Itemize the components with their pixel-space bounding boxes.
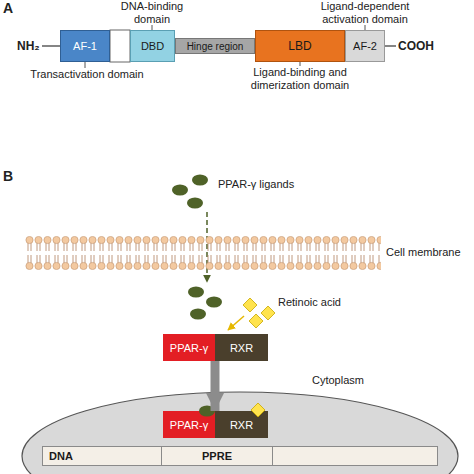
node-label: RXR xyxy=(230,342,253,354)
domain-box: RXR xyxy=(215,334,268,361)
annotation-label: Transactivation domain xyxy=(25,68,149,81)
node-label: Hinge region xyxy=(187,41,244,52)
translocation-arrow xyxy=(211,361,220,411)
yellow-arrow xyxy=(228,316,244,330)
domain-box: DBD xyxy=(130,30,175,62)
node-label: PPAR-γ xyxy=(170,419,208,431)
annotation-label: B xyxy=(3,168,23,184)
terminus-line xyxy=(385,45,396,46)
annotation-label: PPAR-γ ligands xyxy=(218,178,318,191)
annotation-label: COOH xyxy=(398,39,448,53)
annotation-label: NH₂ xyxy=(17,39,43,53)
domain-box: AF-2 xyxy=(345,30,385,62)
domain-box: RXR xyxy=(215,411,268,438)
ligand-oval xyxy=(190,309,206,320)
terminus-line xyxy=(42,45,60,46)
domain-box: PPAR-γ xyxy=(163,334,215,361)
ligand-oval xyxy=(192,175,208,186)
domain-box: Hinge region xyxy=(175,38,255,54)
node-label: PPAR-γ xyxy=(170,342,208,354)
node-label: AF-1 xyxy=(73,40,97,52)
nucleus-ellipse xyxy=(22,392,458,474)
annotation-label: Ligand-dependent activation domain xyxy=(300,0,430,26)
node-label: PPRE xyxy=(202,450,232,462)
bound-ligand xyxy=(199,406,215,417)
annotation-label: Cytoplasm xyxy=(312,374,392,387)
domain-box: PPAR-γ xyxy=(163,411,215,438)
retinoic-diamond xyxy=(249,314,263,328)
bound-retinoic-acid xyxy=(251,403,265,417)
domain-box: DNA PPRE xyxy=(42,446,438,466)
ligand-oval xyxy=(172,185,188,196)
leader-line xyxy=(85,62,86,68)
annotation-label: Cell membrane xyxy=(386,246,474,259)
annotation-label: A xyxy=(3,0,23,16)
lipid-bilayer xyxy=(25,236,381,270)
retinoic-diamond xyxy=(243,298,257,312)
annotation-label: Retinoic acid xyxy=(278,296,368,309)
spacer-domain xyxy=(110,30,130,62)
node-label: DBD xyxy=(141,40,164,52)
annotation-label: Ligand-binding and dimerization domain xyxy=(245,66,355,92)
domain-box: AF-1 xyxy=(60,30,110,62)
retinoic-diamond xyxy=(261,306,275,320)
node-label: LBD xyxy=(288,39,311,53)
annotation-label: DNA-binding domain xyxy=(112,0,192,26)
node-label: AF-2 xyxy=(353,40,377,52)
ligand-oval xyxy=(188,287,204,298)
ligand-oval xyxy=(187,198,203,209)
domain-box: LBD xyxy=(255,30,345,62)
node-label: RXR xyxy=(230,419,253,431)
node-label: DNA xyxy=(49,450,73,462)
domain-box: PPRE xyxy=(161,446,273,466)
leader-line xyxy=(300,62,301,66)
ligand-oval xyxy=(206,297,222,308)
